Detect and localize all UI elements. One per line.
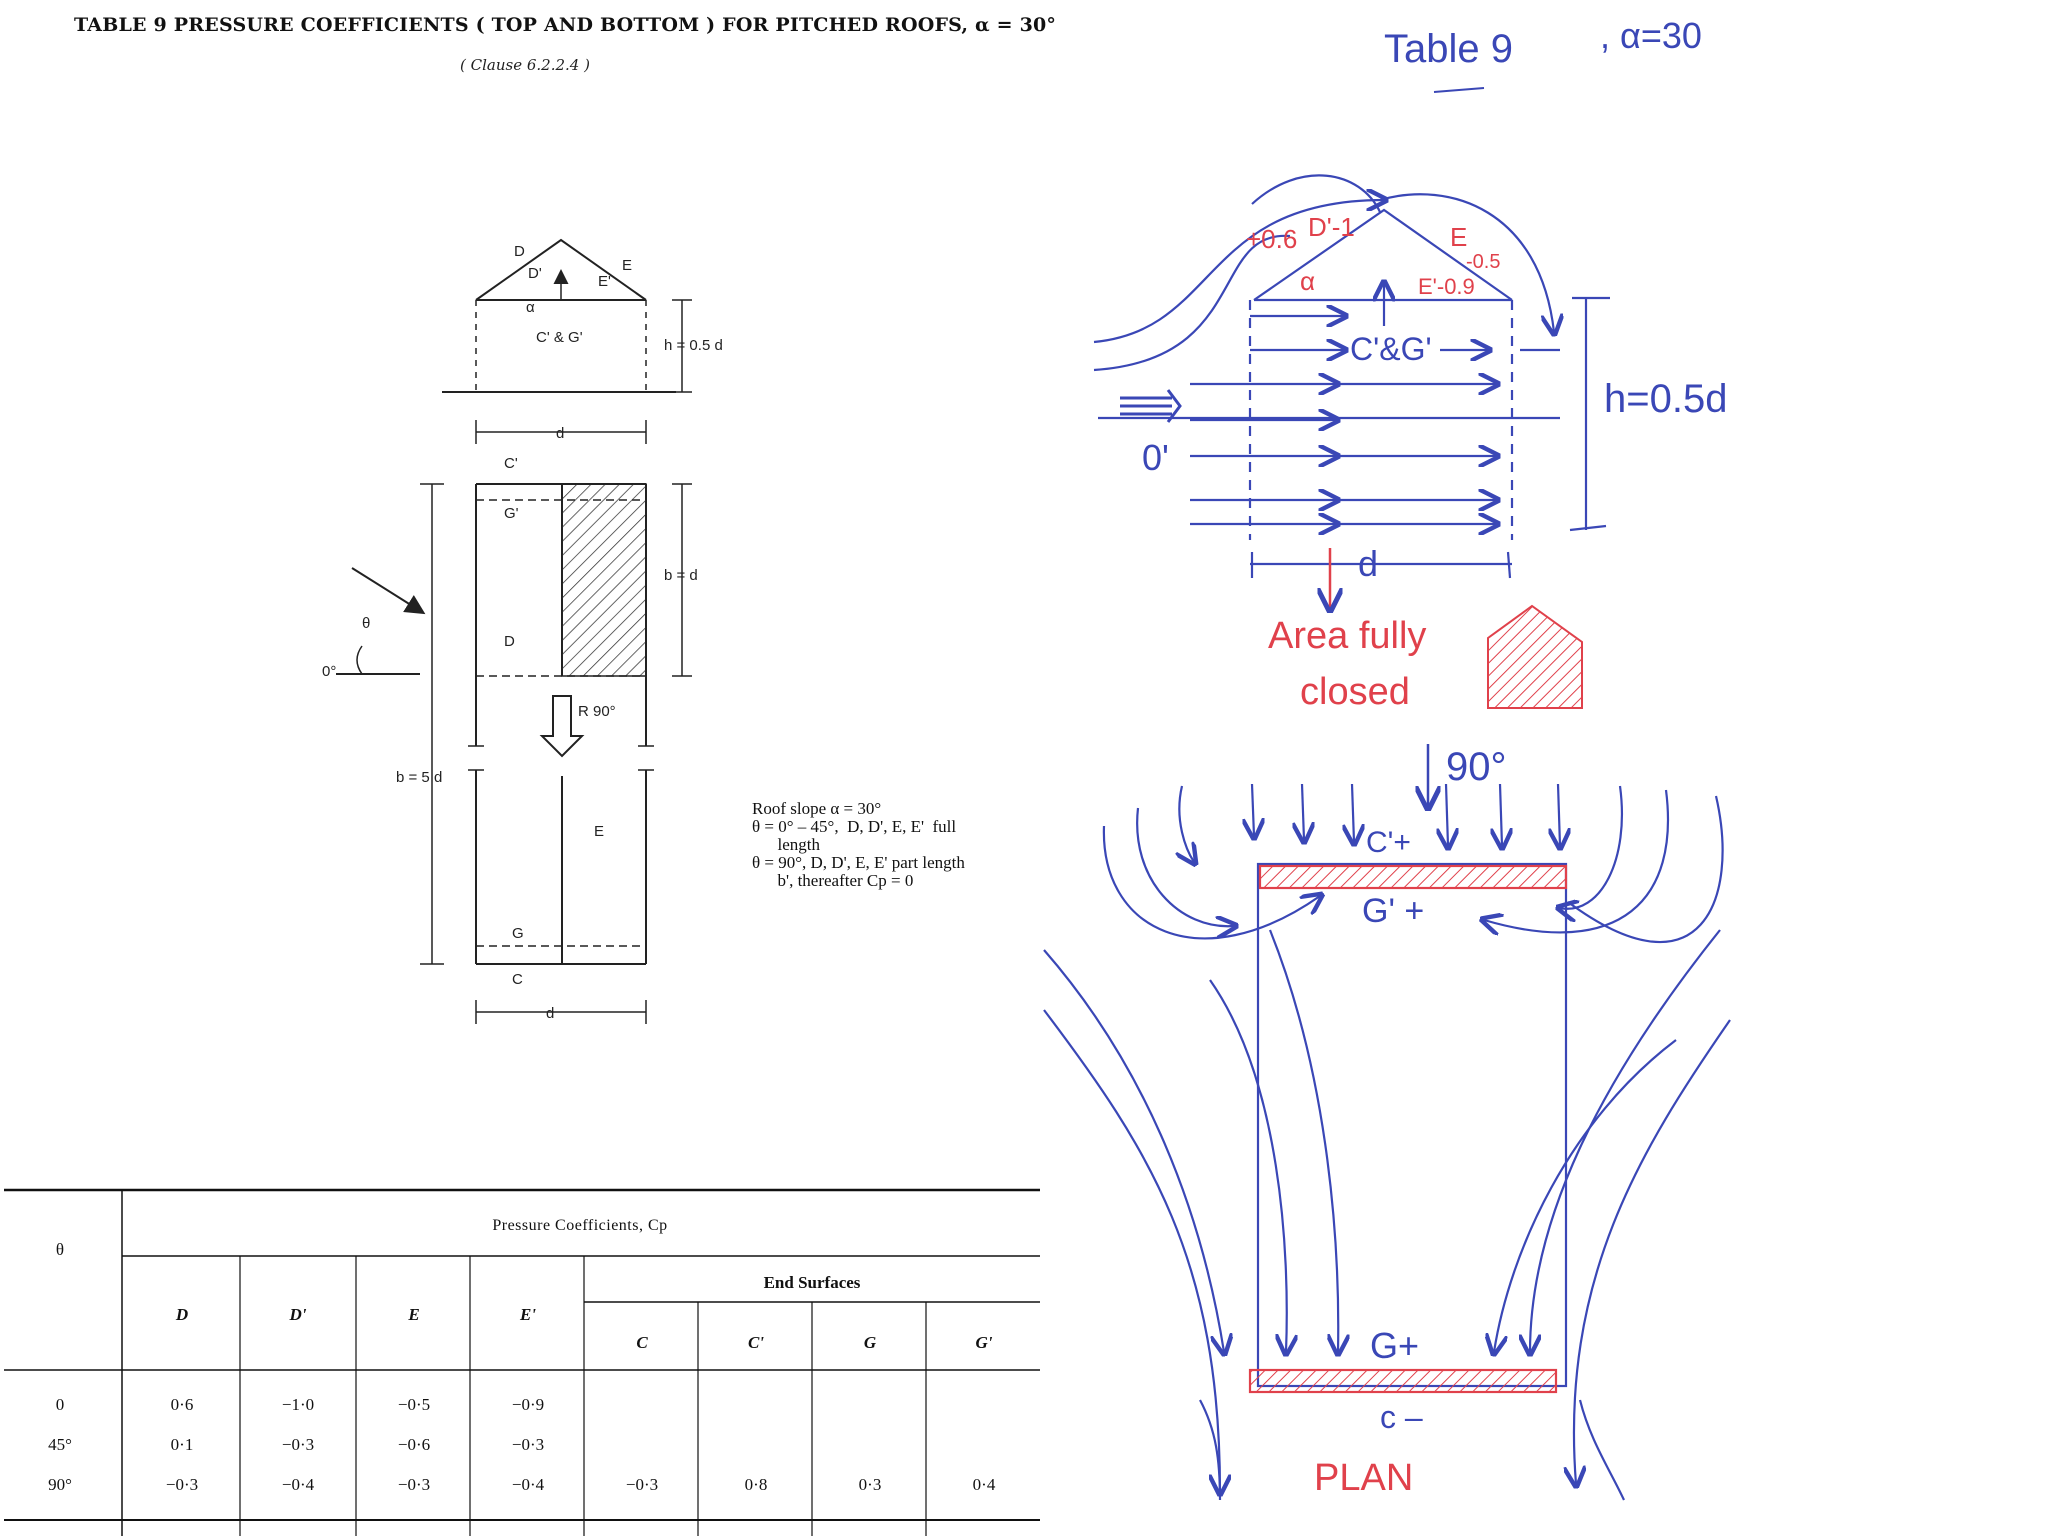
row-theta: 90° bbox=[48, 1475, 72, 1494]
note-line: θ = 90°, D, D', E, E' part length bbox=[752, 853, 965, 872]
table-cell: −0·6 bbox=[398, 1435, 430, 1454]
table-cell: 0·1 bbox=[171, 1435, 194, 1454]
hand-height-label: h=0.5d bbox=[1604, 377, 1727, 421]
hand-g-plus: G+ bbox=[1370, 1325, 1419, 1366]
handwritten-annotations: Table 9 , α=30 bbox=[1043, 15, 1731, 1501]
table-cell: −0·9 bbox=[512, 1395, 544, 1414]
hand-elevation bbox=[1093, 174, 1610, 579]
group-header: Pressure Coefficients, Cp bbox=[492, 1217, 667, 1234]
table-body: 0 0·6 −1·0 −0·5 −0·9 45° 0·1 −0·3 −0·6 −0·3 90° −0·… bbox=[48, 1395, 996, 1494]
clause-reference: ( Clause 6.2.2.4 ) bbox=[460, 56, 590, 74]
plan-label-theta: θ bbox=[362, 615, 370, 632]
hand-plan-label: PLAN bbox=[1314, 1457, 1413, 1499]
table-cell: −0·3 bbox=[166, 1475, 198, 1494]
plan-label-zero-deg: 0° bbox=[322, 663, 336, 680]
note-line: length bbox=[752, 835, 821, 854]
note-line: Roof slope α = 30° bbox=[752, 799, 882, 818]
hand-c-prime-plus: C'+ bbox=[1366, 826, 1411, 859]
plan-label-C: C bbox=[512, 971, 523, 988]
table-cell: −0·4 bbox=[282, 1475, 315, 1494]
table-cell: 0·3 bbox=[859, 1475, 882, 1494]
plan-label-E: E bbox=[594, 823, 604, 840]
elev-label-alpha: α bbox=[526, 299, 535, 316]
row-theta: 0 bbox=[56, 1395, 65, 1414]
plan-label-width: d bbox=[546, 1005, 554, 1022]
plan-label-g-prime: G' bbox=[504, 505, 519, 522]
elev-label-E: E bbox=[622, 257, 632, 274]
elev-label-D-prime: D' bbox=[528, 265, 542, 282]
table-cell: −0·4 bbox=[512, 1475, 545, 1494]
hand-table-label: Table 9 bbox=[1384, 27, 1513, 71]
table-cell: 0·6 bbox=[171, 1395, 194, 1414]
elev-label-E-prime: E' bbox=[598, 273, 611, 290]
table-cell: 0·4 bbox=[973, 1475, 996, 1494]
hand-area-line2: closed bbox=[1300, 671, 1410, 713]
plan-label-b-5d: b = 5 d bbox=[396, 769, 442, 786]
hand-area-line1: Area fully bbox=[1268, 615, 1426, 657]
column-header: C bbox=[636, 1333, 648, 1352]
table-cell: 0·8 bbox=[745, 1475, 768, 1494]
hand-roof-e-prime: E'-0.9 bbox=[1418, 274, 1475, 299]
row-theta: 45° bbox=[48, 1435, 72, 1454]
pressure-table: θ Pressure Coefficients, Cp End Surfaces… bbox=[4, 1188, 1040, 1536]
elev-label-height: h = 0.5 d bbox=[664, 337, 723, 354]
plan-label-c-prime: C' bbox=[504, 455, 518, 472]
hand-zero-label: 0' bbox=[1142, 437, 1169, 478]
elev-label-cg: C' & G' bbox=[536, 329, 583, 346]
end-surfaces-header: End Surfaces bbox=[764, 1273, 861, 1292]
hand-alpha-label: , α=30 bbox=[1600, 15, 1702, 56]
plan-label-G: G bbox=[512, 925, 524, 942]
column-header: G bbox=[864, 1333, 877, 1352]
plan-label-D: D bbox=[504, 633, 515, 650]
elev-label-D: D bbox=[514, 243, 525, 260]
column-headers: D D' E E' C C' G G' bbox=[175, 1305, 993, 1352]
elevation-drawing bbox=[442, 238, 692, 444]
plan-label-r90: R 90° bbox=[578, 703, 616, 720]
hand-cg-label: C'&G' bbox=[1350, 331, 1432, 367]
printed-figure: D D' E E' α C' & G' h = 0.5 d d bbox=[322, 238, 723, 1024]
hand-d-label: d bbox=[1358, 543, 1378, 584]
table-title: TABLE 9 PRESSURE COEFFICIENTS ( TOP AND … bbox=[74, 14, 1057, 36]
plan-drawing bbox=[336, 483, 692, 1024]
table-cell: −0·3 bbox=[398, 1475, 430, 1494]
column-header: E bbox=[407, 1305, 419, 1324]
table-cell: −1·0 bbox=[282, 1395, 314, 1414]
note-line: θ = 0° – 45°, D, D', E, E' full bbox=[752, 817, 957, 836]
note-line: b', thereafter Cp = 0 bbox=[752, 871, 914, 890]
elev-label-width: d bbox=[556, 425, 564, 442]
hand-roof-left: +0.6 bbox=[1246, 224, 1297, 254]
hand-roof-e: E bbox=[1450, 222, 1467, 252]
hand-g-prime-plus: G' + bbox=[1362, 892, 1424, 930]
hand-roof-e-val: -0.5 bbox=[1466, 251, 1500, 273]
hand-plan-flow bbox=[1043, 783, 1731, 1501]
theta-header: θ bbox=[56, 1240, 64, 1259]
hand-roof-alpha: α bbox=[1300, 266, 1315, 296]
figure-notes: Roof slope α = 30° θ = 0° – 45°, D, D', … bbox=[752, 800, 965, 890]
table-cell: −0·3 bbox=[512, 1435, 544, 1454]
table-cell: −0·5 bbox=[398, 1395, 430, 1414]
hand-c-minus: c – bbox=[1380, 1399, 1423, 1435]
column-header: E' bbox=[519, 1305, 536, 1324]
column-header: C' bbox=[748, 1333, 764, 1352]
column-header: D' bbox=[289, 1305, 307, 1324]
hand-house-sketch bbox=[1487, 604, 1583, 709]
table-cell: −0·3 bbox=[282, 1435, 314, 1454]
hand-ninety-label: 90° bbox=[1446, 745, 1507, 789]
column-header: D bbox=[175, 1305, 188, 1324]
table-cell: −0·3 bbox=[626, 1475, 658, 1494]
column-header: G' bbox=[976, 1333, 993, 1352]
plan-label-b-eq-d: b = d bbox=[664, 567, 698, 584]
hand-roof-d-prime: D'-1 bbox=[1308, 212, 1355, 242]
